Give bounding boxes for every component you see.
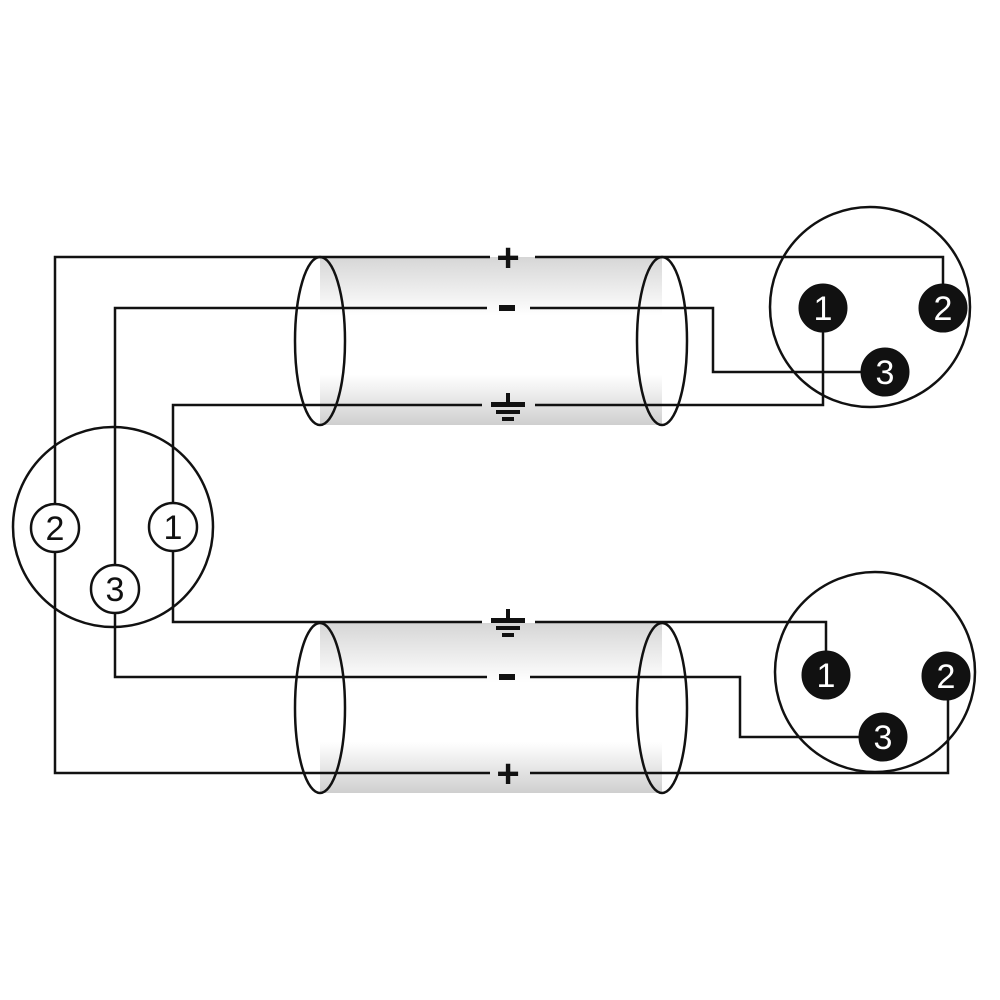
left-pin-3: 3 bbox=[89, 563, 141, 615]
right-bottom-pin-1: 1 bbox=[801, 650, 851, 700]
right-bottom-pin-2: 2 bbox=[921, 651, 971, 701]
svg-text:2: 2 bbox=[937, 658, 956, 696]
left-pin-2: 2 bbox=[29, 502, 81, 554]
svg-text:3: 3 bbox=[876, 354, 895, 392]
right-top-pin-1: 1 bbox=[798, 283, 848, 333]
left-pin-1: 1 bbox=[147, 501, 199, 553]
ground-symbol-top-icon bbox=[491, 393, 525, 421]
right-top-pin-3: 3 bbox=[860, 347, 910, 397]
svg-text:1: 1 bbox=[814, 290, 833, 328]
svg-text:3: 3 bbox=[874, 719, 893, 757]
svg-text:3: 3 bbox=[106, 571, 125, 609]
minus-symbol-bottom bbox=[499, 674, 515, 680]
svg-text:1: 1 bbox=[164, 509, 183, 547]
svg-text:2: 2 bbox=[46, 510, 65, 548]
svg-text:1: 1 bbox=[817, 657, 836, 695]
left-connector-body bbox=[11, 425, 215, 629]
plus-symbol-top: + bbox=[496, 236, 519, 280]
right-top-pin-2: 2 bbox=[918, 283, 968, 333]
svg-text:2: 2 bbox=[934, 290, 953, 328]
right-bottom-pin-3: 3 bbox=[858, 712, 908, 762]
cable-top bbox=[293, 255, 689, 427]
minus-symbol-top bbox=[499, 305, 515, 311]
plus-symbol-bottom: + bbox=[496, 752, 519, 796]
cable-bottom bbox=[293, 621, 689, 795]
wire-minus bbox=[113, 306, 865, 739]
right-top-connector-body bbox=[768, 205, 972, 409]
ground-symbol-bottom-icon bbox=[491, 609, 525, 637]
